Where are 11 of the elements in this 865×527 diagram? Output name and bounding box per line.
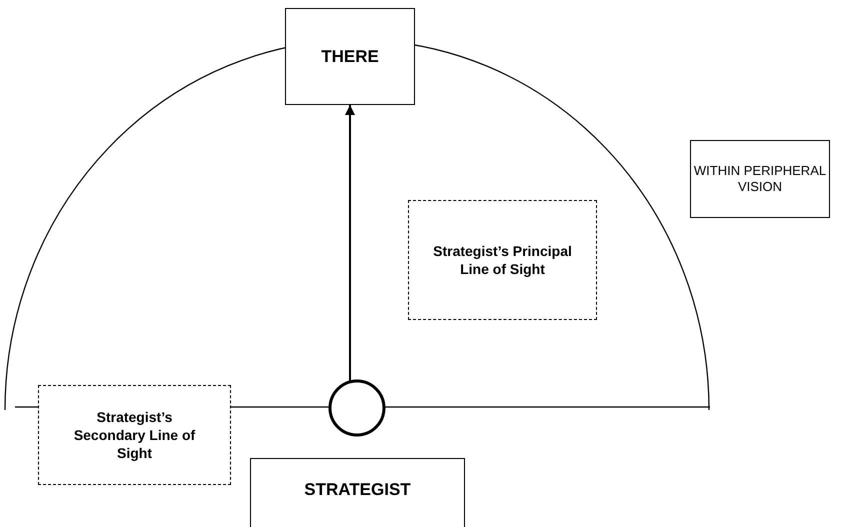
box-label: STRATEGIST <box>304 479 411 502</box>
destination-box <box>285 8 415 105</box>
box-label: THERE <box>321 46 379 68</box>
box-label: Strategist’s Principal Line of Sight <box>433 242 572 278</box>
box-label: Strategist’s Secondary Line of Sight <box>72 408 196 462</box>
box-label: WITHIN PERIPHERAL VISION <box>692 163 828 195</box>
dashed-note-box <box>408 200 597 320</box>
note-box <box>690 140 830 218</box>
arrow <box>345 105 355 381</box>
observer-circle <box>328 379 386 437</box>
dashed-note-box <box>38 385 231 485</box>
